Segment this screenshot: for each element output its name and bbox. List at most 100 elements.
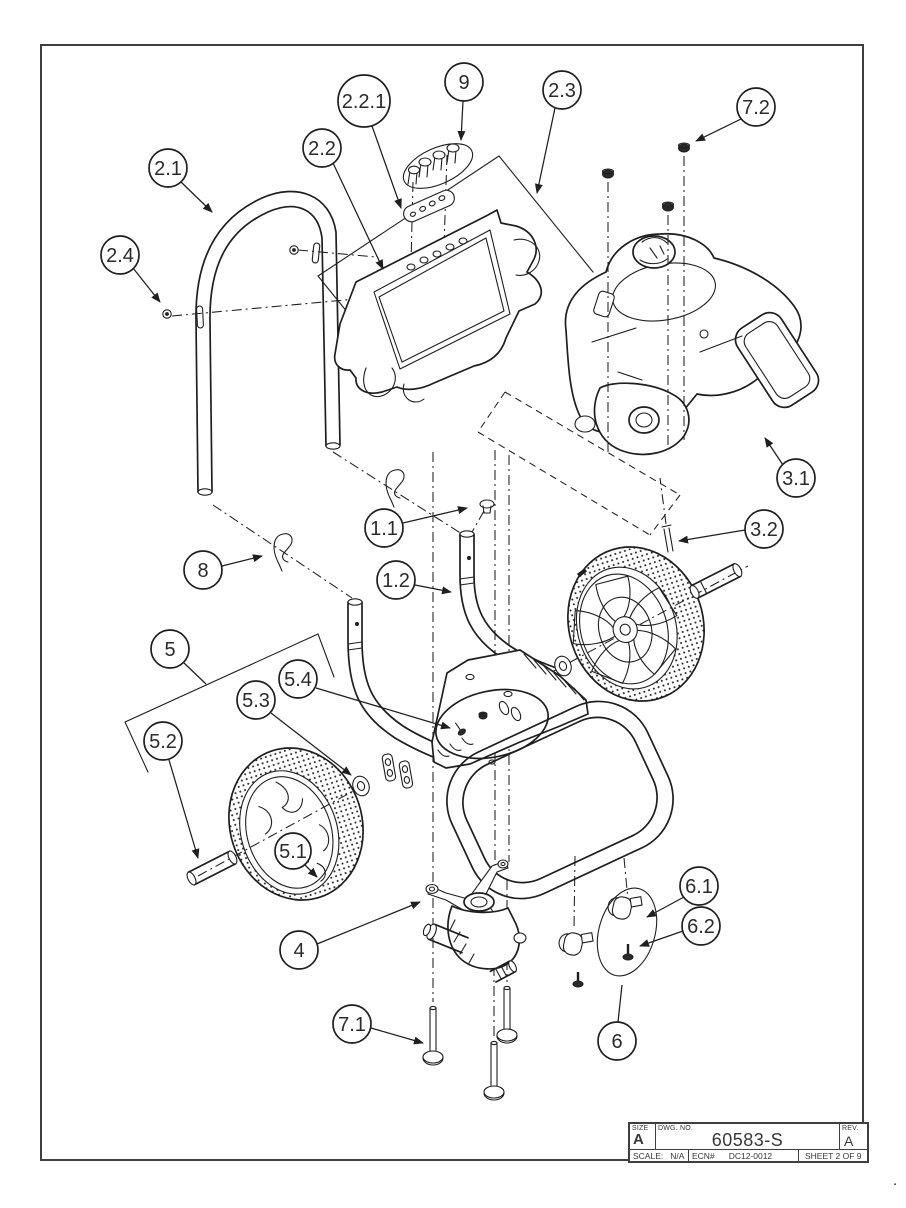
callout-2-2: 2.2 (302, 128, 342, 168)
engine-nut (601, 168, 615, 179)
engine-nut-center-lines (607, 156, 685, 452)
right-axle-pin (689, 563, 743, 599)
svg-text:2.2: 2.2 (308, 138, 336, 160)
svg-text:2.1: 2.1 (154, 158, 182, 180)
console-panel-2-2 (333, 209, 543, 403)
retainer-clip-8 (273, 533, 293, 572)
callout-8: 8 (183, 550, 223, 590)
clip-screw (572, 972, 584, 988)
left-axle-pin-5-2 (186, 850, 238, 886)
frame-base-loop (446, 700, 674, 900)
tube-plug-1-1 (479, 499, 495, 514)
platform-screw (455, 722, 466, 736)
svg-text:9: 9 (458, 72, 469, 94)
engine-platform (431, 649, 589, 769)
tube-clip (558, 932, 594, 956)
svg-text:5.4: 5.4 (284, 669, 312, 691)
retainer-clip-upper (385, 469, 405, 508)
title-block-sheet-cell: SHEET 2 OF 9 (799, 1150, 867, 1161)
wheel-kit-bracket-5 (124, 633, 335, 773)
tube-clip-6-1 (607, 896, 643, 920)
callout-5-4: 5.4 (278, 659, 318, 699)
axle-mount-tabs (381, 753, 414, 789)
handle-tube (195, 190, 341, 496)
rev-label: REV. (842, 1125, 859, 1132)
svg-text:7.1: 7.1 (338, 1014, 366, 1036)
right-wheel (567, 546, 705, 702)
group-6-ellipse (596, 887, 658, 977)
size-label: SIZE (632, 1125, 649, 1132)
svg-text:5: 5 (164, 639, 175, 661)
dwg-no-label: DWG. NO. (658, 1125, 694, 1132)
svg-text:5.2: 5.2 (149, 731, 177, 753)
key-pin-3-2 (661, 524, 674, 553)
svg-text:1.2: 1.2 (382, 570, 410, 592)
callout-3-1: 3.1 (776, 458, 816, 498)
wheel-web (572, 575, 678, 684)
callout-2-3: 2.3 (542, 70, 582, 110)
mount-bolt (483, 1040, 505, 1101)
svg-text:3.2: 3.2 (750, 519, 778, 541)
callout-2-4: 2.4 (100, 235, 140, 275)
svg-text:5.1: 5.1 (279, 841, 307, 863)
svg-text:7.2: 7.2 (742, 97, 770, 119)
dwg-no-value: 60583-S (711, 1130, 784, 1150)
svg-text:3.1: 3.1 (782, 468, 810, 490)
callout-leaders (132, 100, 784, 1045)
handle-bolt-2-4 (162, 309, 172, 319)
engine-nut (677, 142, 691, 153)
corner-dot: . (893, 1172, 898, 1189)
platform-nut (478, 711, 488, 720)
scale-value: N/A (670, 1150, 685, 1161)
callout-5-2: 5.2 (143, 721, 183, 761)
callout-5-1: 5.1 (274, 832, 312, 870)
mount-bolt (496, 985, 518, 1044)
engine-mount-plane (477, 391, 681, 536)
drawing-border (40, 44, 864, 1161)
size-value: A (633, 1131, 644, 1148)
svg-text:1.1: 1.1 (370, 518, 398, 540)
title-block-dwg-cell: DWG. NO. 60583-S (656, 1124, 840, 1150)
callout-1-1: 1.1 (364, 508, 404, 548)
callout-7-1: 7.1 (332, 1004, 372, 1044)
svg-text:6.2: 6.2 (687, 916, 715, 938)
callout-3-2: 3.2 (744, 509, 784, 549)
strip-plate-2-2-1 (403, 189, 455, 223)
engine-nut (661, 201, 675, 212)
air-filter-box (734, 311, 820, 409)
callout-2-2-1: 2.2.1 (337, 74, 391, 128)
screw-set-9 (402, 143, 474, 189)
svg-text:4: 4 (293, 940, 304, 962)
title-block-scale-cell: SCALE: N/A (630, 1150, 689, 1161)
scale-label: SCALE: (633, 1150, 664, 1161)
callout-9: 9 (444, 62, 484, 102)
panel-bolt (289, 245, 299, 255)
svg-text:2.2.1: 2.2.1 (342, 91, 386, 113)
svg-text:2.3: 2.3 (548, 80, 576, 102)
svg-text:6: 6 (611, 1031, 622, 1053)
svg-text:8: 8 (197, 560, 208, 582)
svg-text:6.1: 6.1 (685, 876, 713, 898)
ecn-value: DC12-0012 (728, 1150, 773, 1161)
title-block: SIZE A DWG. NO. 60583-S REV. A SCALE: N/… (628, 1122, 869, 1163)
svg-text:2.4: 2.4 (106, 245, 134, 267)
rev-value: A (844, 1133, 854, 1149)
mount-bolt (422, 1005, 444, 1066)
right-axle-washer (554, 655, 572, 677)
title-block-ecn-cell: ECN# DC12-0012 (689, 1150, 799, 1161)
engine (564, 142, 820, 456)
svg-text:5.3: 5.3 (242, 690, 270, 712)
sheet-value: SHEET 2 OF 9 (805, 1150, 862, 1161)
callout-4: 4 (279, 930, 319, 970)
title-block-rev-cell: REV. A (840, 1124, 867, 1149)
title-block-size-cell: SIZE A (630, 1124, 656, 1149)
ecn-label: ECN# (692, 1150, 715, 1161)
clip-screw-6-2 (622, 944, 634, 961)
callout-6-1: 6.1 (679, 866, 719, 906)
callout-6: 6 (597, 1021, 637, 1061)
callout-7-2: 7.2 (736, 87, 776, 127)
left-axle-washer-5-3 (352, 775, 370, 797)
pump (422, 859, 527, 983)
